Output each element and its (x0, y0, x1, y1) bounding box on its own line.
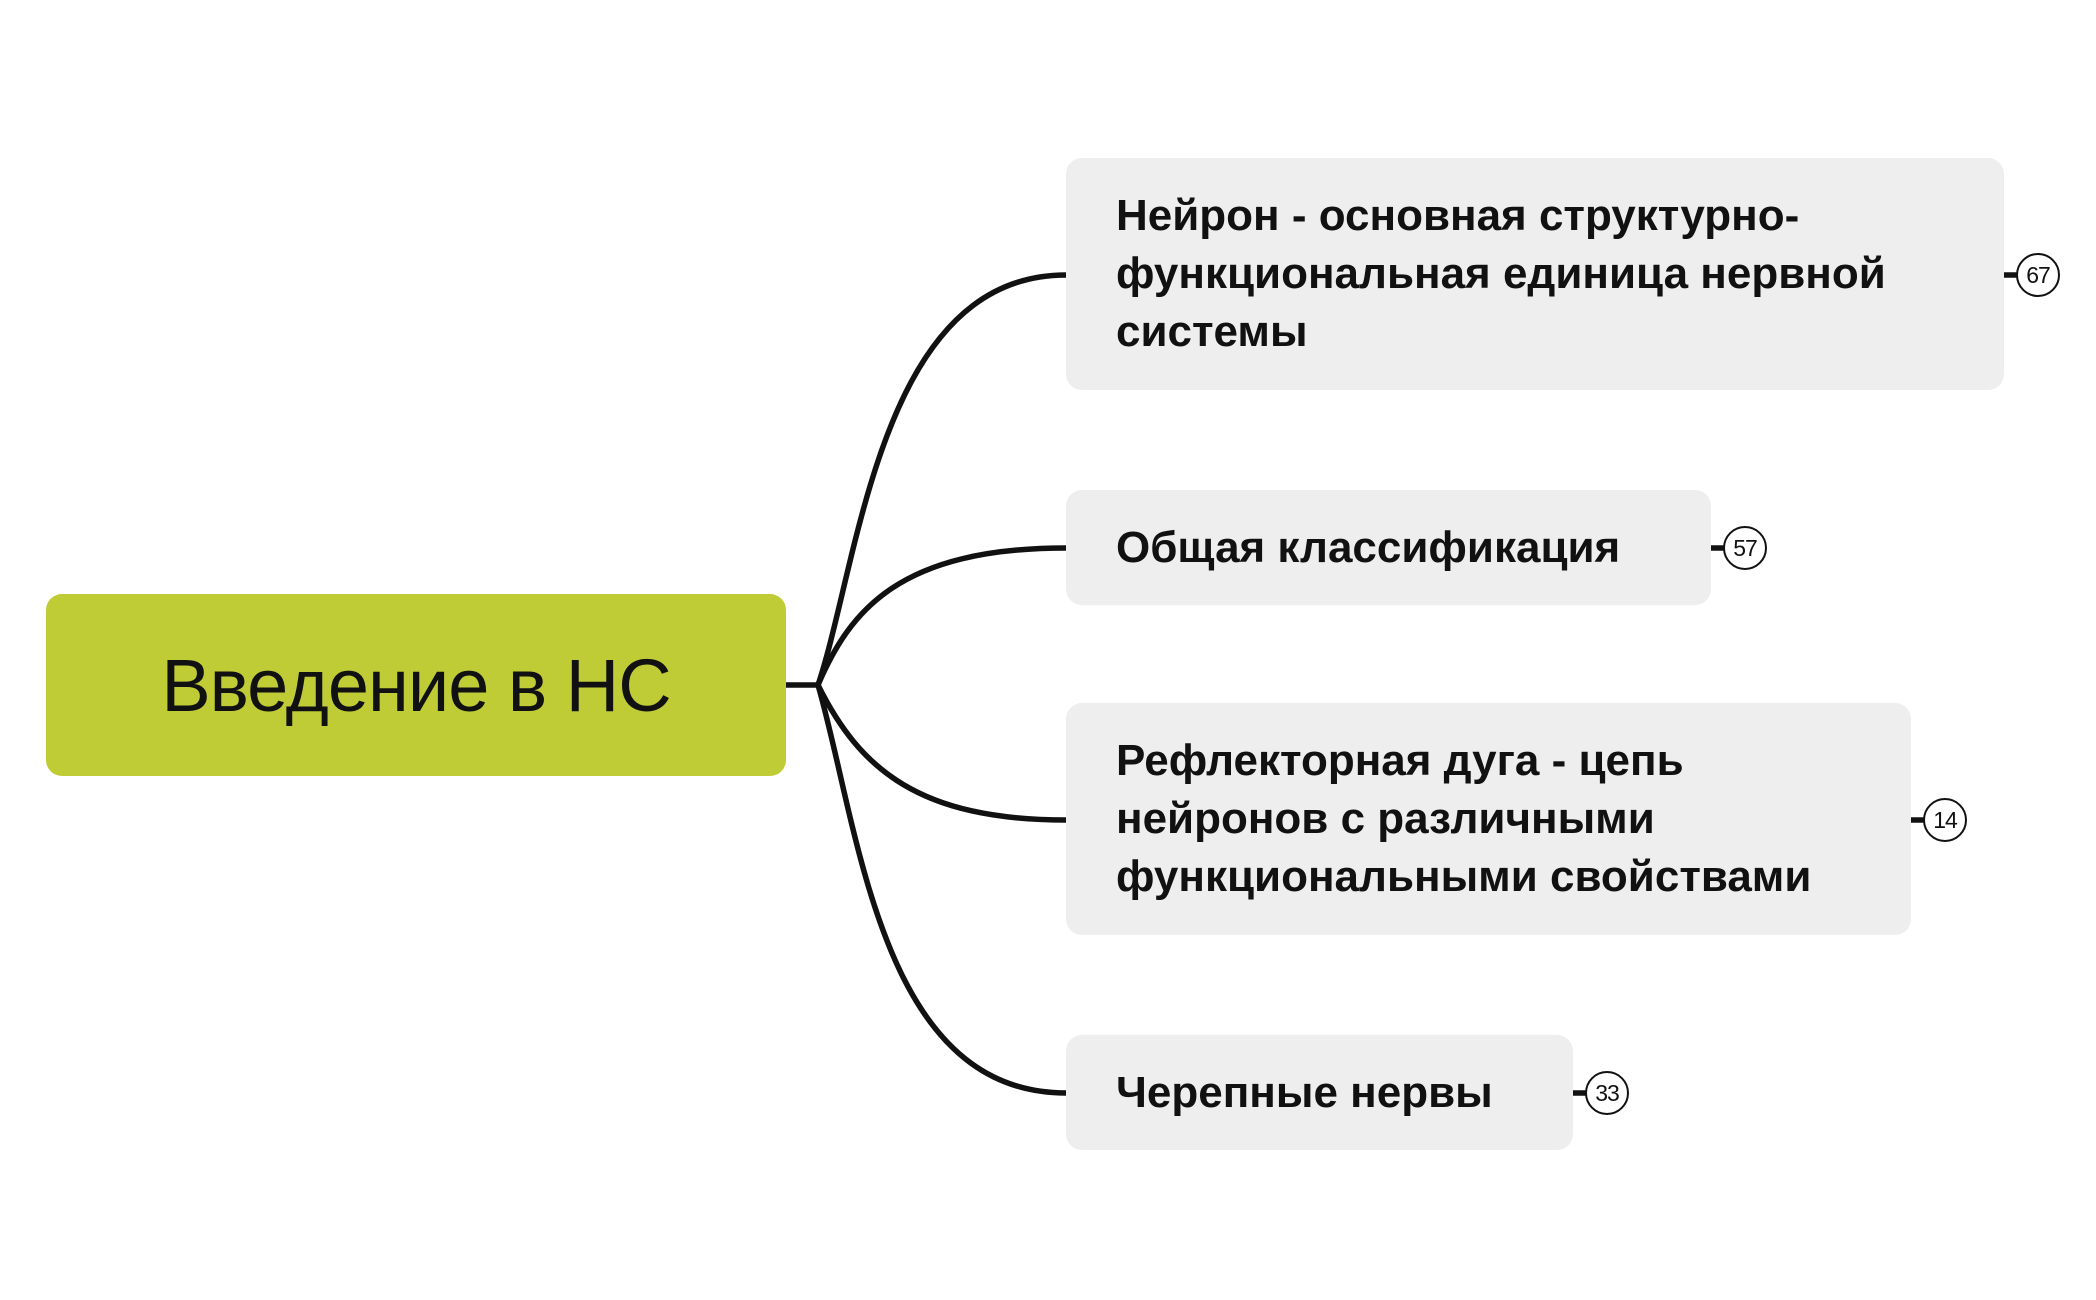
connector-branch-1 (815, 272, 1069, 688)
topic-label: Нейрон - основная структурно-функциональ… (1116, 191, 1886, 356)
collapsed-count-badge[interactable]: 33 (1585, 1071, 1629, 1115)
topic-label: Рефлекторная дуга - цепь нейронов с разл… (1116, 736, 1812, 901)
topic-classification[interactable]: Общая классификация (1066, 490, 1711, 605)
topic-cranial-nerves[interactable]: Черепные нервы (1066, 1035, 1573, 1150)
topic-label: Общая классификация (1116, 522, 1621, 572)
collapsed-count-badge[interactable]: 14 (1923, 798, 1967, 842)
topic-neuron[interactable]: Нейрон - основная структурно-функциональ… (1066, 158, 2004, 390)
connector-branch-4 (815, 682, 1069, 1096)
collapsed-count-badge[interactable]: 67 (2016, 253, 2060, 297)
connector-branch-3 (815, 682, 1069, 823)
connector-branch-2 (815, 545, 1069, 688)
topic-reflex-arc[interactable]: Рефлекторная дуга - цепь нейронов с разл… (1066, 703, 1911, 935)
central-topic[interactable]: Введение в НС (46, 594, 786, 776)
topic-label: Черепные нервы (1116, 1067, 1493, 1117)
central-topic-label: Введение в НС (161, 643, 671, 727)
collapsed-count-badge[interactable]: 57 (1723, 526, 1767, 570)
